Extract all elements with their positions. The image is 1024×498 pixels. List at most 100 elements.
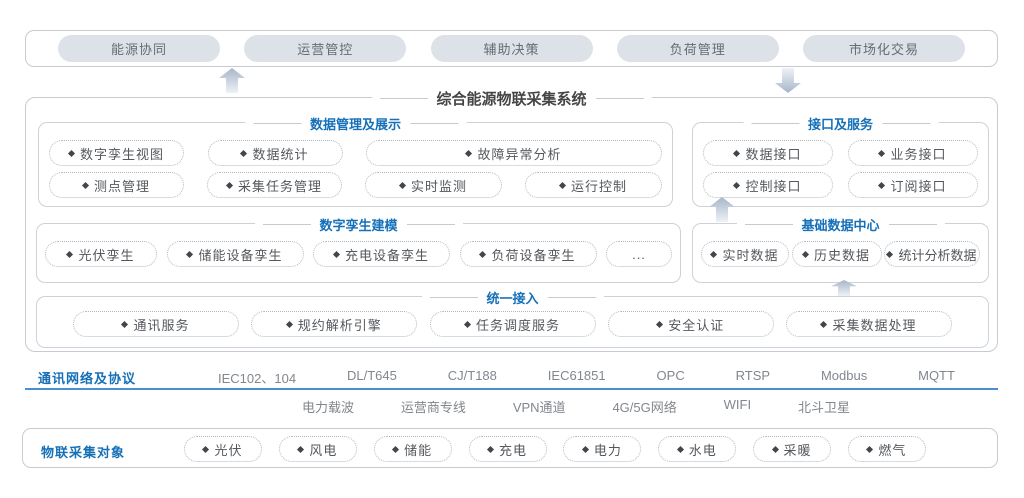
chip-label: 储能	[404, 442, 433, 458]
section-title-text: 基础数据中心	[801, 217, 880, 233]
channel-item: 4G/5G网络	[612, 400, 677, 415]
diamond-icon	[186, 250, 194, 258]
chip-label: 光伏孪生	[78, 247, 135, 263]
chip-label: 数据接口	[745, 146, 802, 162]
section-title-data-management: 数据管理及展示	[244, 114, 467, 132]
network-protocol-label: 通讯网络及协议	[38, 371, 137, 386]
chip-collection-task-management: 采集任务管理	[207, 172, 342, 198]
chip-load-twin: 负荷设备孪生	[459, 241, 597, 267]
diamond-icon	[820, 320, 828, 328]
chip-energy-storage: 储能	[373, 436, 452, 462]
chip-label: ...	[632, 246, 646, 262]
chip-label: 业务接口	[890, 146, 947, 162]
system-title-text: 综合能源物联采集系统	[436, 90, 587, 108]
title-line-left	[262, 223, 311, 225]
diamond-icon	[878, 181, 886, 189]
diamond-icon	[878, 149, 886, 157]
iot-objects-row: 光伏 风电 储能 充电 电力 水电 采暖 燃气	[184, 436, 926, 462]
chip-data-interface: 数据接口	[703, 140, 833, 166]
section-data-management: 数据管理及展示 数字孪生视图 数据统计 故障异常分析 测点管理 采集任务管理 实…	[38, 114, 673, 207]
chip-label: 规约解析引擎	[297, 317, 382, 333]
title-line-right	[410, 122, 459, 124]
channel-item: WIFI	[723, 397, 752, 412]
section-title-interfaces: 接口及服务	[742, 114, 939, 132]
chip-label: 采暖	[783, 442, 812, 458]
diamond-icon	[240, 149, 248, 157]
section-unified-access: 统一接入 通讯服务 规约解析引擎 任务调度服务 安全认证 采集数据处理	[36, 288, 989, 348]
diamond-icon	[733, 149, 741, 157]
diamond-icon	[733, 181, 741, 189]
chip-label: 运行控制	[570, 178, 627, 194]
title-line-right	[882, 122, 931, 124]
title-line-right	[547, 296, 596, 298]
diamond-icon	[66, 250, 74, 258]
diamond-icon	[771, 445, 779, 453]
channel-row: 电力载波 运营商专线 VPN通道 4G/5G网络 WIFI 北斗卫星	[302, 397, 850, 416]
diamond-icon	[486, 445, 495, 453]
app-pill-market-trading: 市场化交易	[803, 35, 965, 62]
title-line-left	[744, 223, 793, 225]
chip-security-auth: 安全认证	[607, 311, 774, 337]
section-title-unified-access: 统一接入	[421, 288, 604, 306]
chip-realtime-data: 实时数据	[701, 241, 789, 267]
diamond-icon	[886, 250, 894, 258]
chip-label: 安全认证	[668, 317, 725, 333]
iot-objects-label: 物联采集对象	[41, 445, 126, 460]
chip-label: 燃气	[878, 442, 907, 458]
channel-item: 北斗卫星	[797, 400, 850, 415]
chip-twin-more: ...	[606, 241, 672, 267]
system-box: 综合能源物联采集系统 数据管理及展示 数字孪生视图 数据统计 故障异常分析 测点…	[25, 88, 998, 352]
chip-label: 历史数据	[813, 247, 870, 263]
chip-heating: 采暖	[753, 436, 832, 462]
chip-label: 通讯服务	[133, 317, 190, 333]
chip-protocol-parse-engine: 规约解析引擎	[251, 311, 418, 337]
diamond-icon	[67, 149, 76, 157]
protocol-item: IEC61851	[547, 368, 606, 383]
chip-label: 实时监测	[410, 178, 467, 194]
chip-label: 风电	[309, 442, 338, 458]
diamond-icon	[285, 320, 293, 328]
network-divider-line	[25, 388, 998, 390]
protocol-item: Modbus	[820, 368, 868, 383]
chip-task-scheduling: 任务调度服务	[429, 311, 596, 337]
chip-wind-power: 风电	[278, 436, 357, 462]
diamond-icon	[392, 445, 400, 453]
chip-fault-analysis: 故障异常分析	[366, 140, 662, 166]
chip-label: 光伏	[214, 442, 243, 458]
chip-history-data: 历史数据	[791, 241, 882, 267]
protocol-item: MQTT	[918, 368, 955, 383]
app-pill-decision-support: 辅助决策	[430, 35, 593, 62]
diamond-icon	[479, 250, 487, 258]
chip-label: 采集任务管理	[237, 178, 322, 194]
protocol-item: RTSP	[735, 368, 771, 383]
chip-business-interface: 业务接口	[848, 140, 978, 166]
protocol-item: DL/T645	[346, 368, 397, 383]
title-line-left	[750, 122, 799, 124]
diamond-icon	[465, 149, 473, 157]
protocol-item: IEC102、104	[218, 371, 297, 386]
chip-label: 采集数据处理	[832, 317, 917, 333]
chip-digital-twin-view: 数字孪生视图	[49, 140, 184, 166]
chip-label: 数字孪生视图	[79, 146, 164, 162]
chip-statistic-data: 统计分析数据	[884, 241, 980, 267]
chip-data-statistics: 数据统计	[207, 140, 343, 166]
iot-objects-box: 物联采集对象 光伏 风电 储能 充电 电力 水电 采暖 燃气	[22, 428, 998, 468]
section-interfaces-services: 接口及服务 数据接口 业务接口 控制接口 订阅接口	[692, 114, 989, 207]
chip-subscribe-interface: 订阅接口	[848, 172, 978, 198]
chip-label: 故障异常分析	[477, 146, 562, 162]
diamond-icon	[81, 181, 90, 189]
diamond-icon	[866, 445, 874, 453]
protocol-item: CJ/T188	[447, 368, 497, 383]
section-title-text: 接口及服务	[807, 116, 874, 132]
chip-label: 实时数据	[722, 247, 779, 263]
title-line-left	[379, 97, 428, 99]
diamond-icon	[801, 250, 810, 258]
diamond-icon	[121, 320, 129, 328]
diamond-icon	[581, 445, 589, 453]
chip-label: 负荷设备孪生	[491, 247, 576, 263]
arrow-down-icon	[775, 68, 801, 93]
chip-photovoltaic: 光伏	[184, 436, 262, 462]
chip-label: 储能设备孪生	[198, 247, 283, 263]
chip-storage-twin: 储能设备孪生	[166, 241, 304, 267]
